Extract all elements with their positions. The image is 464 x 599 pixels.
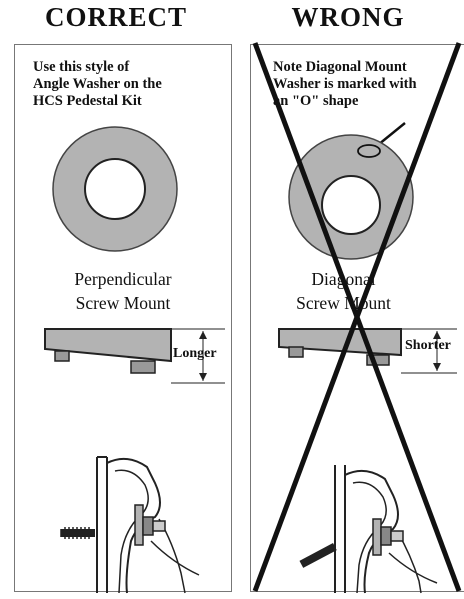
caption-line: Perpendicular [74, 269, 172, 289]
shorter-label: Shorter [405, 338, 451, 353]
wrong-cross-icon [252, 42, 462, 592]
perpendicular-mount-sketch [60, 456, 200, 594]
diagonal-washer-illustration [288, 134, 414, 260]
wrong-note: Note Diagonal Mount Washer is marked wit… [273, 59, 463, 110]
caption-line: Screw Mount [296, 293, 391, 313]
longer-label: Longer [173, 346, 217, 361]
wrong-panel: Note Diagonal Mount Washer is marked wit… [250, 42, 464, 594]
wrong-note-line: Washer is marked with [273, 76, 417, 92]
correct-note: Use this style of Angle Washer on the HC… [33, 59, 229, 110]
caption-line: Screw Mount [75, 293, 171, 313]
wrong-note-line: an "O" shape [273, 93, 359, 109]
correct-note-line: Use this style of [33, 59, 130, 75]
wrong-note-line: Note Diagonal Mount [273, 59, 407, 75]
correct-heading: CORRECT [44, 2, 187, 32]
correct-note-line: Angle Washer on the [33, 76, 162, 92]
diagonal-mount-sketch [299, 465, 438, 594]
wrong-heading: WRONG [291, 2, 405, 32]
perpendicular-washer-illustration [52, 126, 178, 252]
wrong-caption: Diagonal Screw Mount [237, 267, 450, 315]
longer-washer-side-view [44, 328, 225, 384]
correct-note-line: HCS Pedestal Kit [33, 93, 142, 109]
correct-panel: Use this style of Angle Washer on the HC… [14, 44, 232, 594]
correct-caption: Perpendicular Screw Mount [15, 267, 231, 315]
